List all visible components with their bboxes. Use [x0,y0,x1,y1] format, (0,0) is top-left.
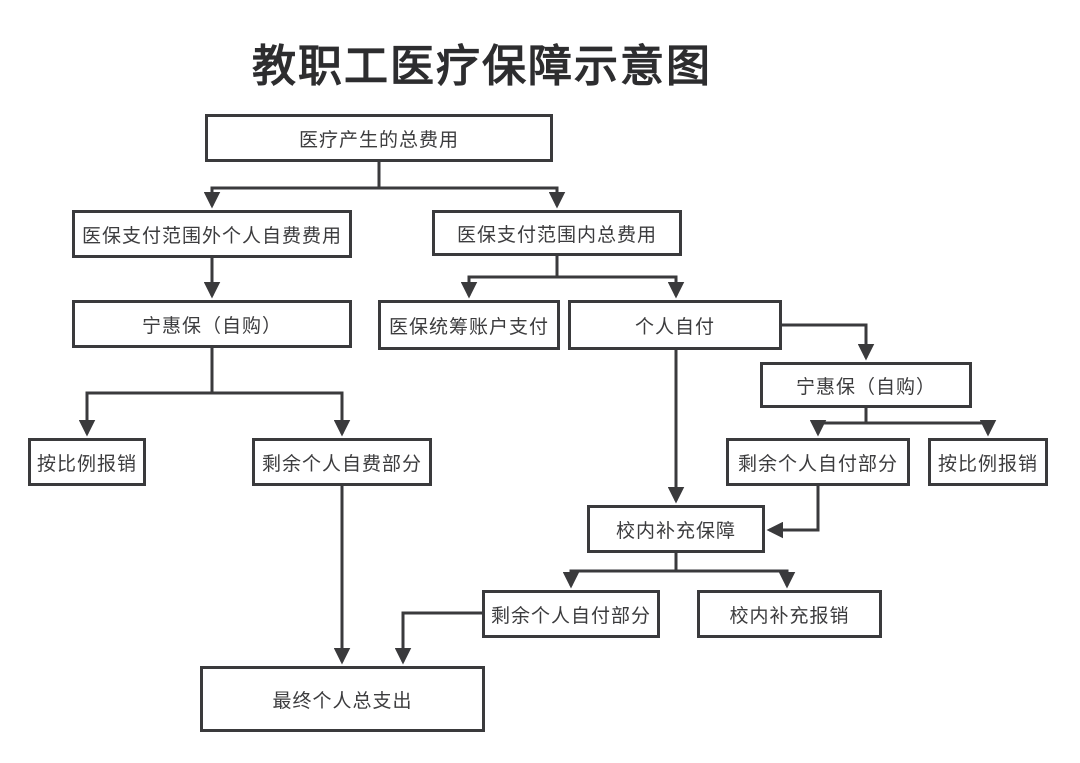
node-pooled-account-payment: 医保统筹账户支付 [378,300,560,350]
node-inside-scope-total: 医保支付范围内总费用 [432,210,682,256]
node-personal-self-pay: 个人自付 [568,300,782,350]
node-outside-scope-self-funded: 医保支付范围外个人自费费用 [72,210,352,258]
node-remaining-self-pay-bottom: 剩余个人自付部分 [482,590,660,638]
node-ninghuibao-right: 宁惠保（自购） [760,362,972,408]
node-remaining-self-pay-right: 剩余个人自付部分 [726,438,910,486]
node-school-supplementary-security: 校内补充保障 [587,505,765,553]
node-final-personal-total-expense: 最终个人总支出 [200,666,485,732]
diagram-title: 教职工医疗保障示意图 [252,42,712,91]
node-proportional-reimbursement-right: 按比例报销 [928,438,1048,486]
node-ninghuibao-left: 宁惠保（自购） [72,300,352,348]
node-total-medical-cost: 医疗产生的总费用 [205,114,553,162]
node-school-supplementary-reimbursement: 校内补充报销 [697,590,882,638]
node-proportional-reimbursement-left: 按比例报销 [28,438,146,486]
node-remaining-self-funded-portion: 剩余个人自费部分 [252,438,432,486]
